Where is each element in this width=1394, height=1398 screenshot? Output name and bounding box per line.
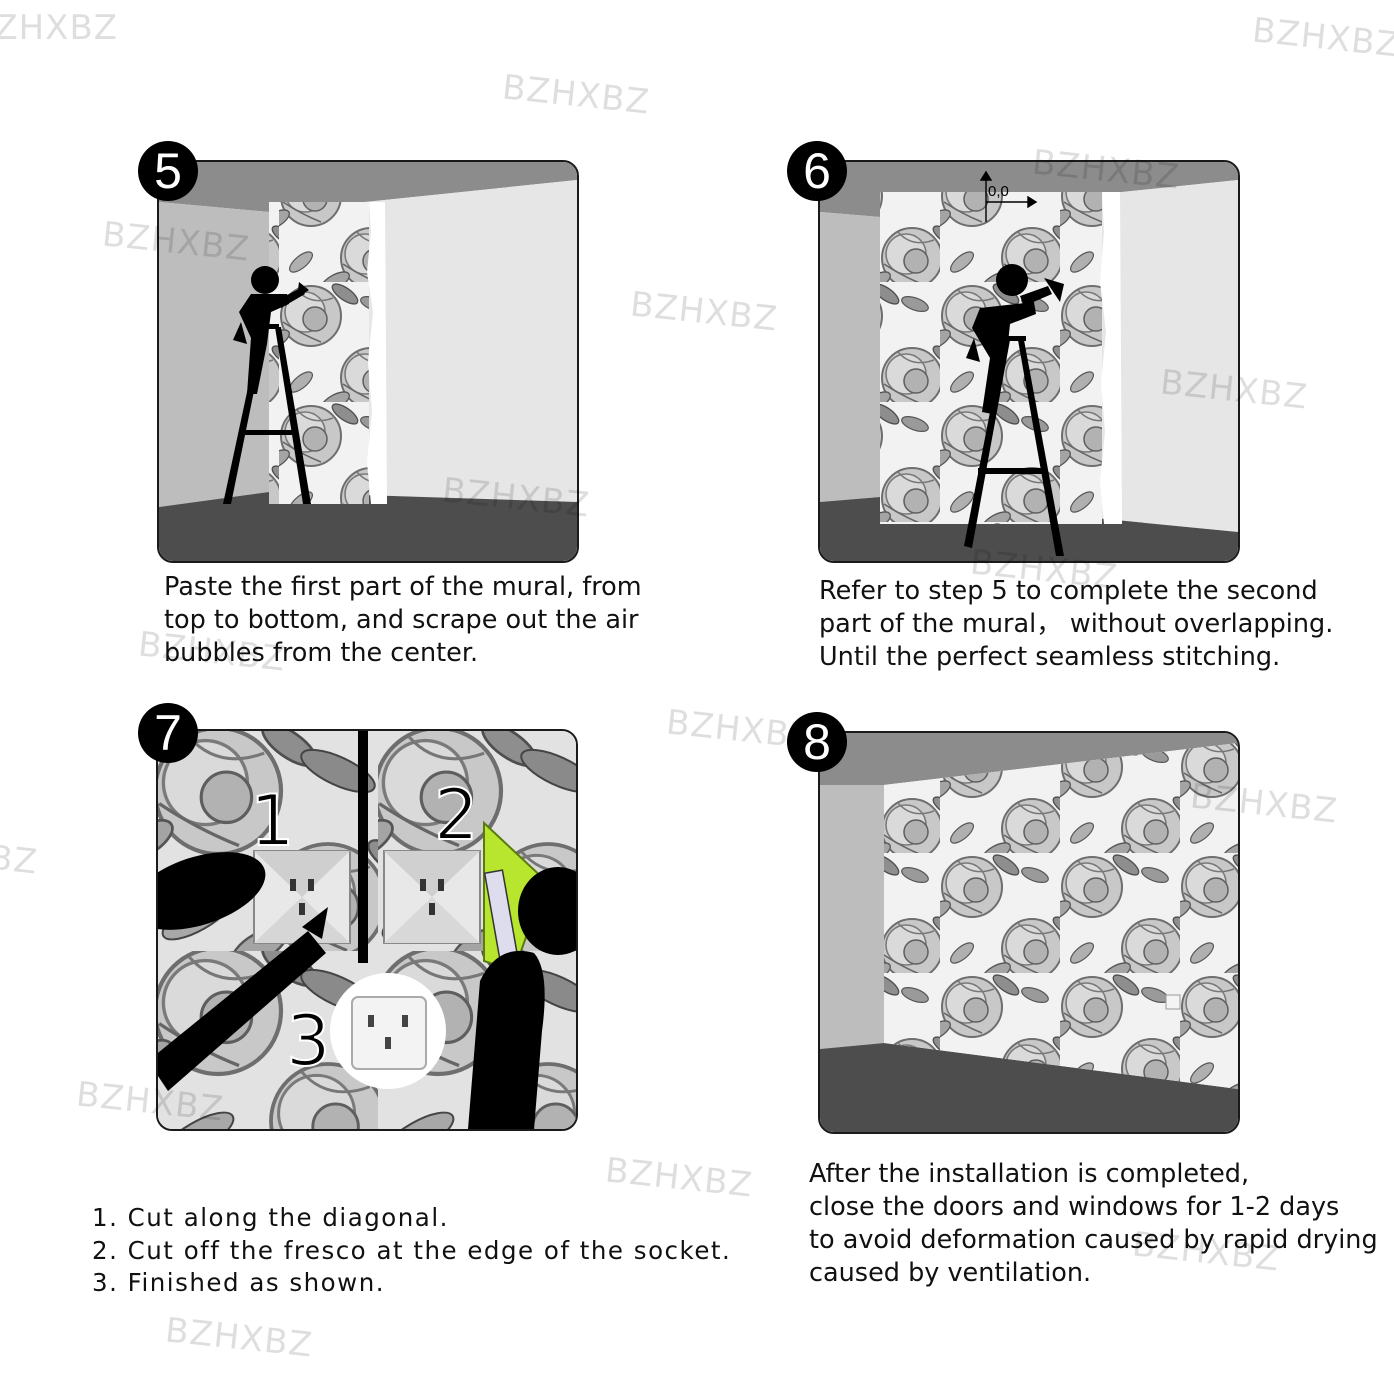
caption-line: bubbles from the center.: [164, 638, 479, 668]
watermark: BZHXBZ: [0, 827, 40, 883]
socket-label-2: 2: [434, 774, 479, 856]
caption-line: top to bottom, and scrape out the air: [164, 605, 639, 635]
caption-line: part of the mural， without overlapping.: [819, 609, 1334, 639]
watermark: BZHXBZ: [603, 1150, 755, 1206]
caption-line: close the doors and windows for 1-2 days: [809, 1192, 1340, 1222]
step-number-badge: 7: [138, 703, 198, 763]
worker-on-ladder: [964, 264, 1064, 556]
watermark: BZHXBZ: [628, 284, 780, 340]
hand-left: [158, 852, 328, 1091]
origin-label: 0,0: [988, 183, 1009, 200]
socket-3: [330, 973, 446, 1089]
step-5-illustration: [157, 160, 579, 563]
step-8-caption: After the installation is completed, clo…: [809, 1158, 1378, 1290]
socket: [1165, 994, 1181, 1010]
step-7-illustration: 1 2 3: [156, 729, 578, 1131]
caption-line: to avoid deformation caused by rapid dry…: [809, 1225, 1378, 1255]
watermark: BZHXBZ: [1250, 10, 1394, 66]
step-number-badge: 6: [787, 141, 847, 201]
origin-marker: [979, 170, 1038, 222]
step-6-caption: Refer to step 5 to complete the second p…: [819, 575, 1333, 674]
socket-2: [383, 850, 481, 944]
step-7-caption: 1. Cut along the diagonal. 2. Cut off th…: [92, 1202, 731, 1300]
watermark: BZHXBZ: [163, 1310, 315, 1366]
worker-on-ladder: [223, 266, 311, 504]
socket-1: [253, 850, 351, 944]
caption-line: Paste the first part of the mural, from: [164, 572, 642, 602]
caption-line: caused by ventilation.: [809, 1258, 1092, 1288]
caption-line: 3. Finished as shown.: [92, 1268, 386, 1297]
watermark: BZHXBZ: [0, 8, 119, 48]
socket-label-1: 1: [250, 780, 295, 862]
socket-label-3: 3: [286, 1000, 331, 1082]
mural-wall: [884, 743, 1238, 1089]
hand-right: [468, 867, 576, 1129]
step-number-badge: 8: [787, 712, 847, 772]
caption-line: 2. Cut off the fresco at the edge of the…: [92, 1235, 732, 1265]
watermark: BZHXBZ: [500, 67, 652, 123]
caption-line: Refer to step 5 to complete the second: [819, 576, 1318, 606]
caption-line: After the installation is completed,: [809, 1159, 1250, 1189]
step-5-caption: Paste the first part of the mural, from …: [164, 571, 642, 670]
caption-line: Until the perfect seamless stitching.: [819, 642, 1281, 672]
seam-line: [358, 731, 368, 963]
step-8-illustration: [818, 731, 1240, 1134]
step-number-badge: 5: [138, 141, 198, 201]
step-6-illustration: 0,0: [818, 160, 1240, 563]
mural-strip: [269, 202, 369, 504]
caption-line: 1. Cut along the diagonal.: [92, 1203, 449, 1232]
